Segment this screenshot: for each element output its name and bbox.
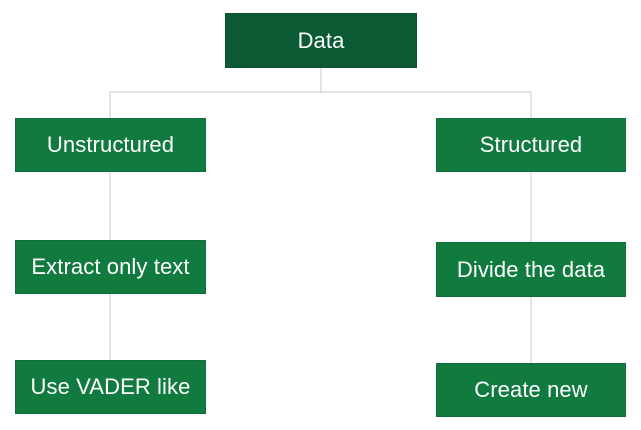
node-create-new-label: Create new	[474, 377, 588, 402]
node-data: Data	[225, 13, 417, 68]
node-create-new: Create new	[436, 363, 626, 417]
node-structured: Structured	[436, 118, 626, 172]
node-divide-the-data-label: Divide the data	[456, 256, 606, 282]
node-unstructured: Unstructured	[15, 118, 206, 172]
node-divide-the-data: Divide the data	[436, 242, 626, 297]
node-extract-only-text-label: Extract only text	[31, 254, 190, 279]
node-use-vader-like: Use VADER like	[15, 360, 206, 414]
node-unstructured-label: Unstructured	[46, 132, 175, 157]
node-data-label: Data	[297, 27, 345, 53]
node-use-vader-like-label: Use VADER like	[30, 374, 191, 399]
node-structured-label: Structured	[479, 132, 583, 157]
node-extract-only-text: Extract only text	[15, 240, 206, 294]
